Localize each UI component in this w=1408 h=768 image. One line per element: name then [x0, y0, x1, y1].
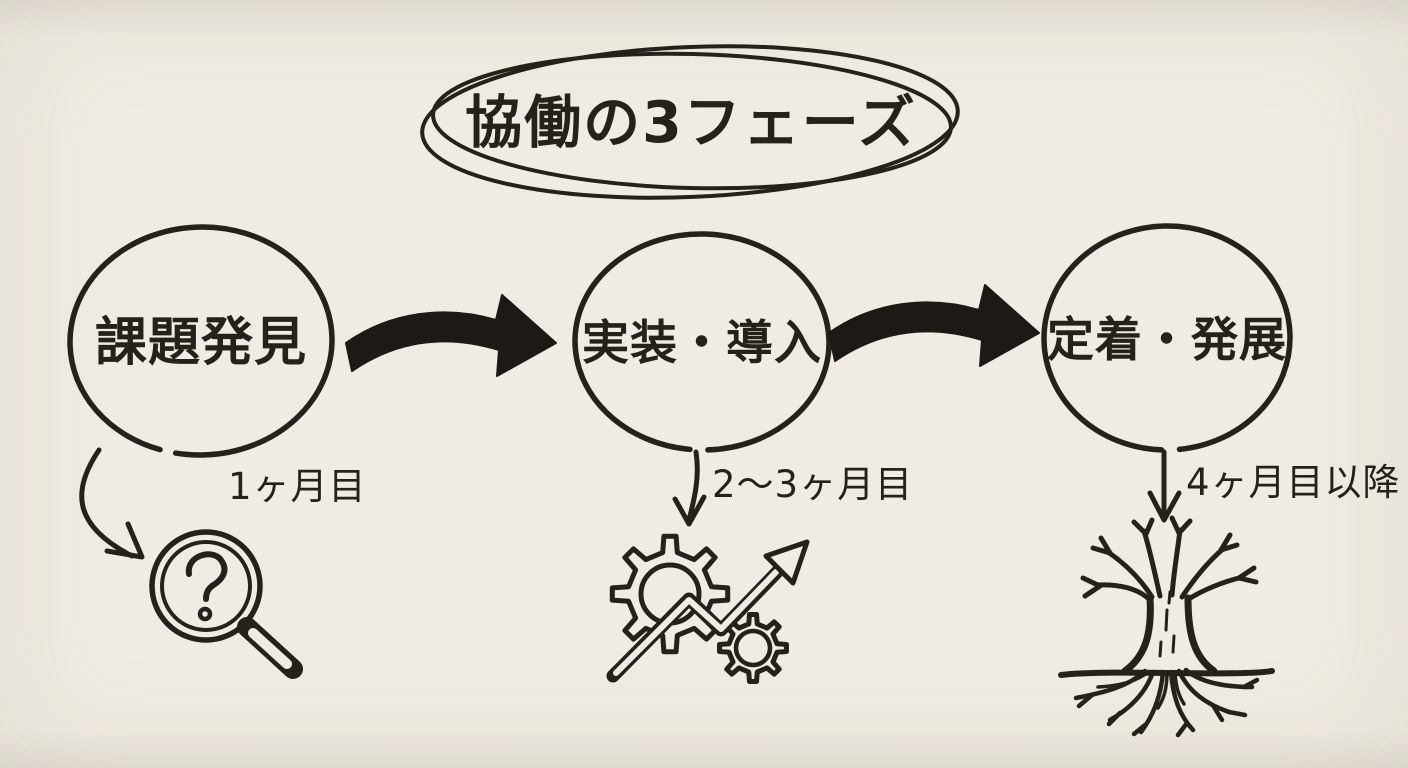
phase-3-label: 定着・発展 — [1047, 313, 1287, 368]
tree-trunk-texture — [1158, 590, 1176, 658]
question-mark-glyph — [185, 551, 228, 602]
title-group: 協働の3フェーズ — [420, 44, 960, 200]
phase-3-duration-label: 4ヶ月目以降 — [1186, 461, 1401, 504]
magnifier-question-icon — [149, 529, 303, 679]
large-gear — [609, 533, 731, 655]
question-mark-dot — [197, 606, 213, 622]
phase-1-duration-label: 1ヶ月目 — [228, 465, 367, 508]
tree-roots — [1073, 667, 1260, 738]
small-gear — [720, 615, 787, 682]
arrow-phase1-to-phase2 — [345, 294, 557, 377]
phase-2-group: 実装・導入 — [572, 231, 832, 453]
tree-branches — [1080, 515, 1259, 603]
arrow-phase1-down — [79, 447, 145, 560]
phase-1-circle-outline — [67, 224, 335, 458]
phase-3-group: 定着・発展 — [1041, 223, 1293, 453]
phase-1-label: 課題発見 — [95, 313, 307, 373]
phase-2-duration-label: 2〜3ヶ月目 — [712, 463, 913, 506]
tree-roots-icon — [1058, 515, 1275, 738]
magnifier-outer-ring — [149, 529, 263, 643]
title-oval-inner-ring — [431, 51, 953, 191]
phase-3-circle-outline — [1041, 223, 1293, 453]
tree-trunk — [1121, 594, 1154, 675]
gears-growth-icon — [606, 533, 810, 682]
small-gear-hub — [733, 628, 773, 668]
magnifier-inner-ring — [160, 540, 252, 632]
title-oval-outer-ring — [420, 44, 960, 200]
tree-trunk — [1184, 594, 1218, 675]
page-title: 協働の3フェーズ — [465, 90, 917, 156]
growth-arrow-head — [763, 539, 810, 586]
phase-2-circle-outline — [572, 231, 832, 453]
phase-2-label: 実装・導入 — [582, 316, 822, 371]
phase-1-group: 課題発見 — [67, 224, 335, 458]
arrow-phase2-to-phase3 — [828, 284, 1040, 367]
arrow-phase3-down — [1147, 449, 1182, 523]
magnifier-handle-fill — [248, 628, 292, 669]
arrow-phase2-down — [672, 449, 707, 527]
growth-arrow-fill — [613, 569, 779, 676]
